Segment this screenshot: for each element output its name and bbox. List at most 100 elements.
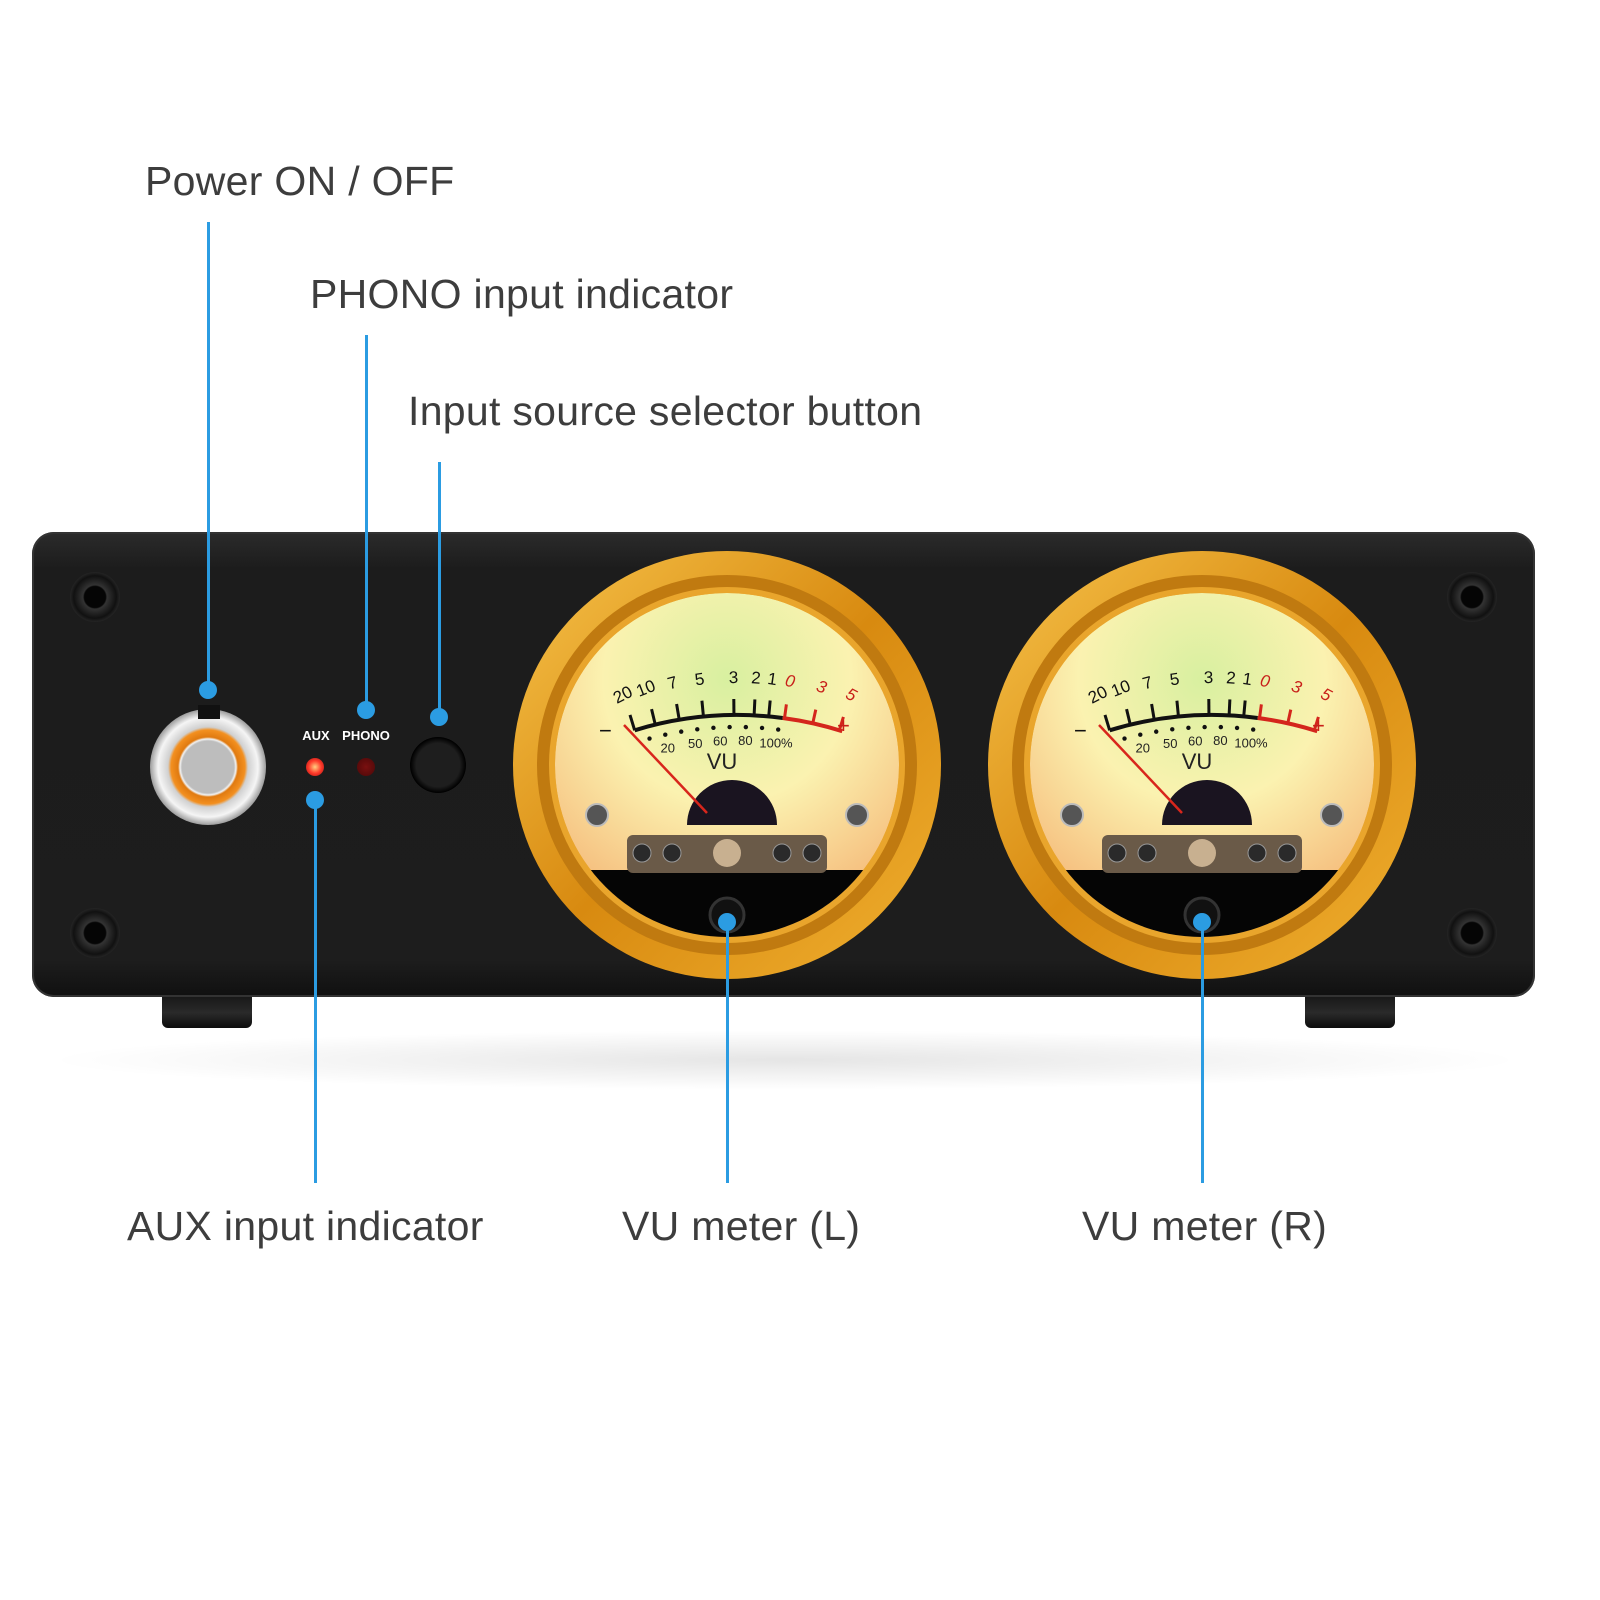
scale-tick	[1312, 716, 1320, 731]
meter-face-screw	[1060, 803, 1084, 827]
screw-icon	[1447, 908, 1497, 958]
meter-face-screw	[1320, 803, 1344, 827]
scale-tick	[1103, 714, 1112, 731]
phono-indicator-led	[357, 758, 375, 776]
aux-indicator-led	[306, 758, 324, 776]
meter-bracket-screw	[772, 843, 792, 863]
scale-dot	[759, 725, 765, 731]
scale-tick	[767, 700, 772, 717]
input-selector-button[interactable]	[410, 737, 466, 793]
scale-dot	[1138, 732, 1143, 737]
scale-tick	[628, 714, 637, 731]
scale-label-db: 2	[1226, 668, 1237, 688]
meter-face-screw	[585, 803, 609, 827]
callout-dot-selector	[430, 708, 448, 726]
scale-tick	[700, 700, 705, 717]
meter-movement-dome	[1162, 780, 1252, 825]
scale-arc-red	[1257, 716, 1318, 734]
scale-arc-black	[1109, 713, 1258, 733]
scale-label-percent: 20	[1136, 741, 1150, 756]
meter-bracket-screw	[662, 843, 682, 863]
callout-dot-phono	[357, 701, 375, 719]
callout-aux: AUX input indicator	[127, 1203, 484, 1249]
callout-selector: Input source selector button	[408, 388, 923, 434]
callout-line-aux	[314, 800, 317, 1183]
scale-tick	[837, 716, 845, 731]
meter-bracket-screw	[1247, 843, 1267, 863]
scale-dot	[1234, 725, 1240, 731]
scale-dot	[663, 732, 668, 737]
meter-needle	[1098, 724, 1183, 814]
aux-label: AUX	[302, 728, 330, 743]
callout-phono: PHONO input indicator	[310, 271, 734, 317]
scale-dot	[1170, 727, 1175, 732]
scale-dot	[711, 725, 716, 731]
scale-label-percent: 100%	[1234, 735, 1268, 750]
scale-dot	[743, 724, 749, 730]
scale-tick	[752, 699, 757, 716]
meter-bracket-screw	[1107, 843, 1127, 863]
scale-tick	[675, 703, 681, 721]
screw-icon	[70, 572, 120, 622]
meter-bracket-screw	[632, 843, 652, 863]
meter-movement-dome	[687, 780, 777, 825]
meter-title: VU	[707, 749, 738, 774]
scale-dot	[647, 736, 652, 741]
scale-minus: −	[599, 718, 612, 743]
meter-bracket-screw	[1277, 843, 1297, 863]
scale-tick	[1125, 708, 1132, 726]
scale-label-percent: 80	[738, 733, 752, 748]
scale-label-db: 5	[693, 669, 705, 689]
callout-dot-power	[199, 681, 217, 699]
scale-label-db: 1	[766, 669, 778, 689]
meter-bracket-screw	[1137, 843, 1157, 863]
power-button[interactable]	[150, 709, 266, 825]
scale-tick	[1227, 699, 1232, 716]
scale-dot	[1154, 729, 1159, 734]
floor-shadow	[40, 1030, 1530, 1090]
scale-plus: +	[1312, 713, 1325, 738]
scale-label-db: 5	[1168, 669, 1180, 689]
meter-needle	[623, 724, 708, 814]
meter-bracket-screw	[802, 843, 822, 863]
meter-title: VU	[1182, 749, 1213, 774]
screw-icon	[1447, 572, 1497, 622]
scale-tick	[650, 708, 657, 726]
scale-dot	[1186, 725, 1191, 731]
scale-dot	[1218, 724, 1224, 730]
scale-label-percent: 80	[1213, 733, 1227, 748]
scale-label-db: 2	[751, 668, 762, 688]
callout-vu-right: VU meter (R)	[1082, 1203, 1328, 1249]
scale-arc-black	[634, 713, 783, 733]
callout-dot-aux	[306, 791, 324, 809]
scale-dot	[727, 724, 732, 730]
scale-label-percent: 60	[713, 733, 727, 748]
scale-plus: +	[837, 713, 850, 738]
scale-tick	[1175, 700, 1180, 717]
callout-line-power	[207, 222, 210, 690]
meter-adjust-screw	[1188, 839, 1216, 867]
callout-dot-vu-left	[718, 913, 736, 931]
scale-tick	[1150, 703, 1156, 721]
scale-tick	[1286, 709, 1293, 724]
callout-line-selector	[438, 462, 441, 717]
scale-dot	[679, 729, 684, 734]
callout-vu-left: VU meter (L)	[622, 1203, 861, 1249]
meter-adjust-screw	[713, 839, 741, 867]
scale-minus: −	[1074, 718, 1087, 743]
scale-label-percent: 20	[661, 741, 675, 756]
callout-line-vu-left	[726, 922, 729, 1183]
scale-label-db: 1	[1241, 669, 1253, 689]
scale-tick	[783, 704, 788, 719]
scale-tick	[1258, 704, 1263, 719]
scale-label-db: 3	[729, 668, 739, 687]
callout-dot-vu-right	[1193, 913, 1211, 931]
scale-label-percent: 50	[1163, 736, 1177, 751]
scale-label-db: 3	[1204, 668, 1214, 687]
scale-label-percent: 60	[1188, 733, 1202, 748]
scale-tick	[1242, 700, 1247, 717]
callout-power: Power ON / OFF	[145, 158, 455, 204]
scale-label-percent: 50	[688, 736, 702, 751]
callout-line-phono	[365, 335, 368, 710]
